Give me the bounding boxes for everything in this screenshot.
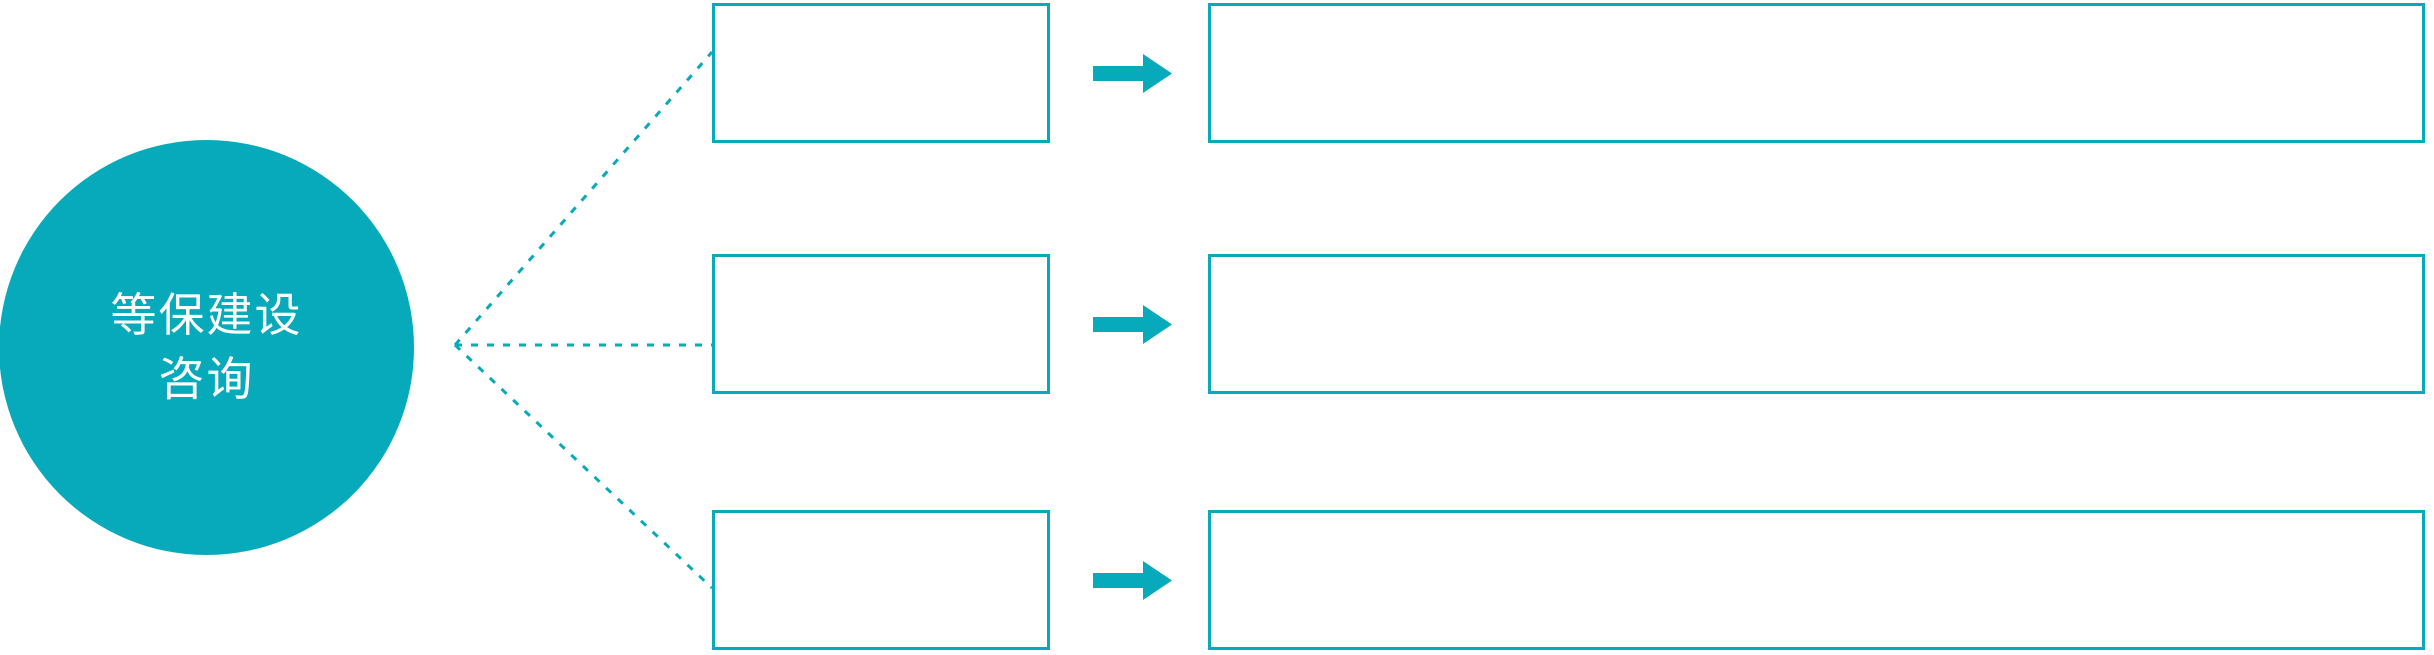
detail-card-1[interactable] xyxy=(1208,3,2425,143)
diagram-row-1 xyxy=(0,3,2434,145)
diagram-row-3 xyxy=(0,510,2434,652)
stage-card-3[interactable] xyxy=(712,510,1050,650)
detail-card-3[interactable] xyxy=(1208,510,2425,650)
hub-circle[interactable]: 等保建设 咨询 xyxy=(0,140,414,555)
stage-card-2[interactable] xyxy=(712,254,1050,394)
hub-title-line-1: 等保建设 xyxy=(110,289,303,342)
stage-card-1[interactable] xyxy=(712,3,1050,143)
diagram-row-2 xyxy=(0,254,2434,396)
arrow-right-icon xyxy=(1093,561,1172,600)
detail-card-2[interactable] xyxy=(1208,254,2425,394)
arrow-right-icon xyxy=(1093,54,1172,93)
hub-title-line-2: 咨询 xyxy=(158,352,255,405)
arrow-right-icon xyxy=(1093,305,1172,344)
